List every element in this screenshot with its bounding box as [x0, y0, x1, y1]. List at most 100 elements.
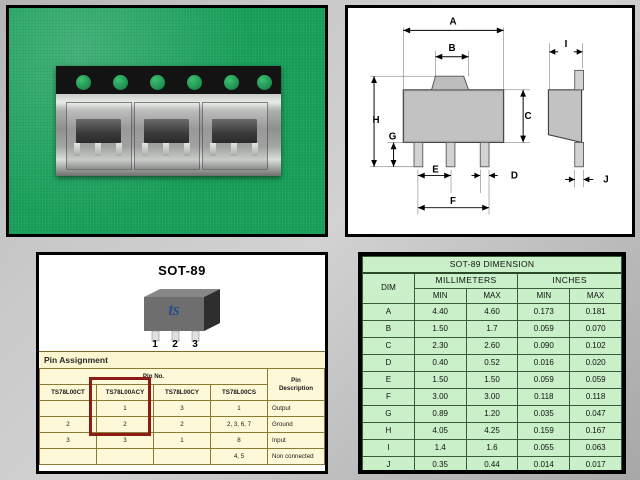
pin-number-3: 3 [192, 339, 198, 347]
cell-cs: 4, 5 [210, 448, 268, 465]
cell-cs: 1 [210, 400, 268, 417]
cell-acy: 1 [96, 400, 154, 417]
table-header-row: Pin No. Pin Description [39, 368, 325, 401]
svg-text:C: C [524, 111, 531, 122]
table-row: B 1.50 1.7 0.059 0.070 [362, 320, 622, 338]
pin-assignment-label: Pin Assignment [39, 351, 325, 368]
product-photo-panel [6, 5, 328, 237]
table-row: 1 3 1 Output [39, 400, 325, 417]
sot89-device [144, 119, 189, 143]
dimension-table-title: SOT-89 DIMENSION [362, 256, 622, 274]
dim-mm-min: 2.30 [413, 337, 467, 355]
tape-foil [56, 94, 281, 176]
dim-letter: D [362, 354, 415, 372]
cell-desc: Input [267, 432, 325, 449]
dim-letter: H [362, 422, 415, 440]
dim-letter [363, 474, 415, 475]
dim-mm-min: 1.50 [413, 320, 467, 338]
dim-in-max: 0.167 [569, 422, 622, 440]
dim-in-max: 0.059 [569, 371, 622, 389]
device-lead [142, 143, 148, 156]
dimension-title-row: SOT-89 DIMENSION [362, 256, 622, 274]
dim-in-max: 0.063 [569, 439, 622, 457]
pin-table-wrapper: Pin No. Pin Description TS78L00CT TS78L0… [39, 368, 325, 465]
table-row: H 4.05 4.25 0.159 0.167 [362, 422, 622, 440]
dim-in-min: 0.035 [517, 405, 571, 423]
dim-mm-max: 1.50 [465, 371, 519, 389]
cell-cy: 3 [153, 400, 211, 417]
device-lead [184, 143, 190, 156]
dim-in-max: 0.118 [569, 388, 622, 406]
dim-mm-min: 0.40 [413, 354, 467, 372]
dim-mm-min: 4.05 [413, 422, 467, 440]
sprocket-hole [113, 75, 128, 90]
svg-text:F: F [450, 196, 456, 207]
pin-number-1: 1 [152, 339, 158, 347]
column-header-ts78l00ct: TS78L00CT [39, 384, 97, 401]
unit-group-header-row: DIM MILLIMETERS INCHES [362, 272, 622, 304]
dim-mm-max: 4.25 [465, 422, 519, 440]
dimension-table-panel: SOT-89 DIMENSION DIM MILLIMETERS INCHES … [358, 252, 626, 474]
cell-acy [96, 448, 154, 465]
dim-in-max: 0.047 [569, 405, 622, 423]
cell-cs: 2, 3, 6, 7 [210, 416, 268, 433]
cell-desc: Output [267, 400, 325, 417]
dim-mm-min: 1.50 [413, 371, 467, 389]
pin-number-2: 2 [172, 339, 178, 347]
sprocket-hole [187, 75, 202, 90]
cell-ct [39, 448, 97, 465]
inches-group-header: INCHES [517, 272, 622, 289]
dim-mm-max: 0.52 [465, 354, 519, 372]
table-column-header-row: TS78L00CT TS78L00ACY TS78L00CY TS78L00CS [39, 384, 325, 401]
dim-mm-min: 0.35 [413, 456, 467, 470]
dim-in-min [518, 474, 570, 475]
cell-acy: 2 [96, 416, 154, 433]
device-lead-group [142, 143, 191, 156]
dim-in-min: 0.016 [517, 354, 571, 372]
device-lead [163, 143, 169, 156]
sot89-device [76, 119, 121, 143]
mm-min-header: MIN [413, 288, 467, 304]
sprocket-hole [150, 75, 165, 90]
dim-in-min: 0.014 [517, 456, 571, 470]
dim-in-min: 0.159 [517, 422, 571, 440]
in-min-header: MIN [517, 288, 571, 304]
dim-column-header: DIM [362, 272, 415, 304]
dim-letter: B [362, 320, 415, 338]
device-lead [116, 143, 122, 156]
cell-cy [153, 448, 211, 465]
cell-cy: 2 [153, 416, 211, 433]
dim-letter: A [362, 303, 415, 321]
table-row: J 0.35 0.44 0.014 0.017 [362, 456, 622, 470]
device-lead [252, 143, 258, 156]
package-title: SOT-89 [158, 263, 206, 278]
dim-letter: J [362, 456, 415, 470]
svg-text:H: H [373, 115, 380, 126]
sprocket-hole [76, 75, 91, 90]
column-header-ts78l00acy: TS78L00ACY [96, 384, 154, 401]
dim-in-max: 0.070 [569, 320, 622, 338]
dim-in-min: 0.090 [517, 337, 571, 355]
table-row: C 2.30 2.60 0.090 0.102 [362, 337, 622, 355]
sprocket-hole-row [56, 71, 281, 97]
dim-in-min: 0.173 [517, 303, 571, 321]
device-pocket [134, 102, 200, 170]
pin-assignment-panel: SOT-89 ts 1 2 3 Pin Assignment [36, 252, 328, 474]
dim-letter: G [362, 405, 415, 423]
dim-mm-max: 0.44 [465, 456, 519, 470]
dim-mm-min: 0.89 [413, 405, 467, 423]
dim-in-min: 0.059 [517, 371, 571, 389]
mm-max-header: MAX [465, 288, 519, 304]
dim-mm-min: 3.00 [413, 388, 467, 406]
device-lead-group [210, 143, 259, 156]
table-row: E 1.50 1.50 0.059 0.059 [362, 371, 622, 389]
dim-in-min: 0.055 [517, 439, 571, 457]
device-pocket [202, 102, 268, 170]
table-row: D 0.40 0.52 0.016 0.020 [362, 354, 622, 372]
dim-mm-max: 1.6 [465, 439, 519, 457]
pin-description-header: Pin Description [267, 368, 325, 401]
package-outline-drawing: A B C H [348, 8, 632, 234]
sot89-device [212, 119, 257, 143]
table-row: 2 2 2 2, 3, 6, 7 Ground [39, 416, 325, 433]
column-header-ts78l00cy: TS78L00CY [153, 384, 211, 401]
